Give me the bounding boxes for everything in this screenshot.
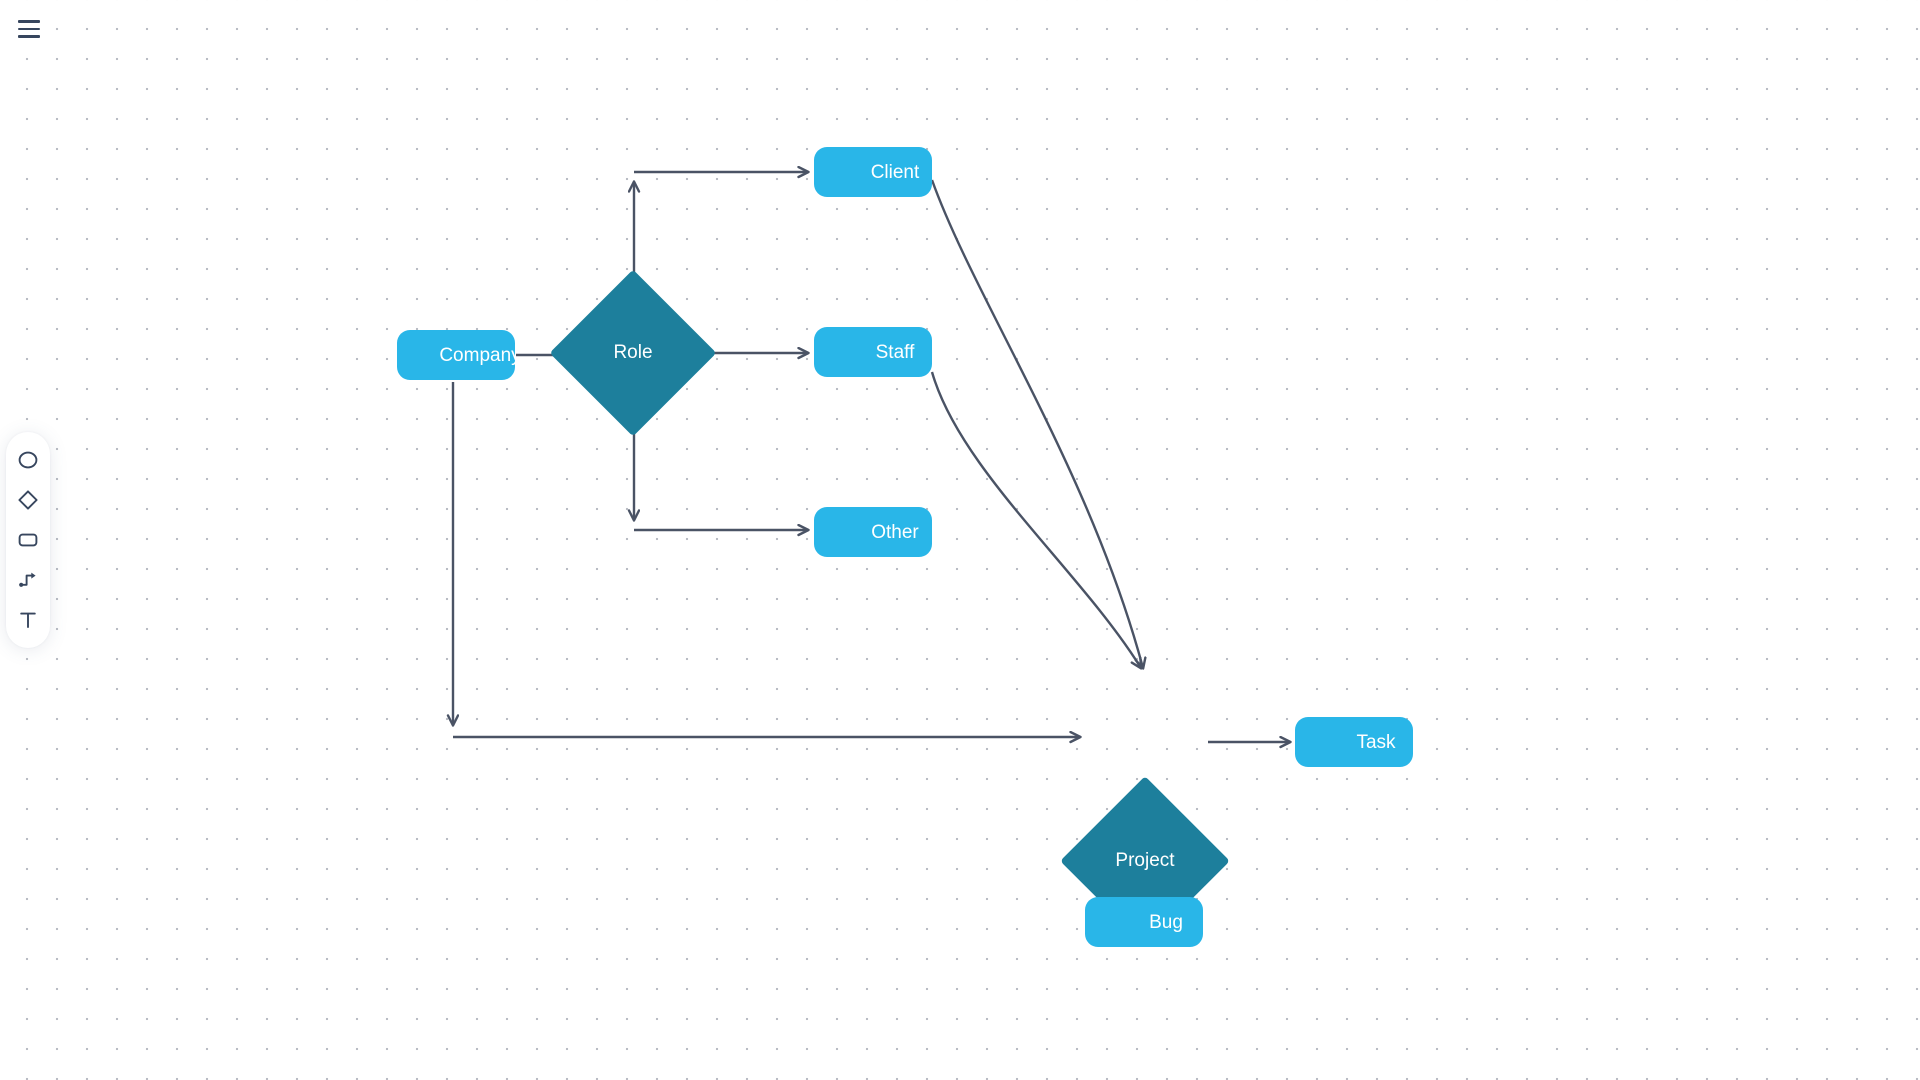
- node-task-label: Task: [1356, 731, 1396, 753]
- rounded-rectangle-icon: [17, 529, 39, 551]
- node-client[interactable]: Client: [814, 147, 932, 197]
- text-icon: [17, 609, 39, 631]
- node-staff-label: Staff: [875, 341, 915, 363]
- node-bug-label: Bug: [1149, 911, 1183, 933]
- ellipse-icon: [17, 449, 39, 471]
- node-client-label: Client: [870, 161, 920, 183]
- hamburger-menu-icon[interactable]: [12, 14, 46, 44]
- tool-diamond[interactable]: [10, 483, 46, 517]
- tool-ellipse[interactable]: [10, 443, 46, 477]
- node-task[interactable]: Task: [1295, 717, 1413, 767]
- menu-bar-3: [18, 35, 40, 38]
- menu-bar-1: [18, 20, 40, 23]
- node-role-label: Role: [613, 342, 653, 363]
- node-other[interactable]: Other: [814, 507, 932, 557]
- node-bug[interactable]: Bug: [1085, 897, 1203, 947]
- node-staff[interactable]: Staff: [814, 327, 932, 377]
- diamond-icon: [17, 489, 39, 511]
- tool-rectangle[interactable]: [10, 523, 46, 557]
- menu-bar-2: [18, 27, 40, 31]
- node-project[interactable]: Project: [1060, 776, 1230, 946]
- node-project-label: Project: [1115, 850, 1175, 871]
- connector-icon: [17, 569, 39, 591]
- edge-client-project[interactable]: [930, 179, 1143, 668]
- edge-staff-project[interactable]: [930, 371, 1141, 668]
- node-other-label: Other: [871, 521, 919, 543]
- node-company[interactable]: Company: [397, 330, 515, 380]
- node-company-label: Company: [439, 344, 515, 366]
- shape-toolbar[interactable]: [6, 432, 50, 648]
- tool-text[interactable]: [10, 603, 46, 637]
- tool-connector[interactable]: [10, 563, 46, 597]
- node-role[interactable]: Role: [549, 269, 717, 437]
